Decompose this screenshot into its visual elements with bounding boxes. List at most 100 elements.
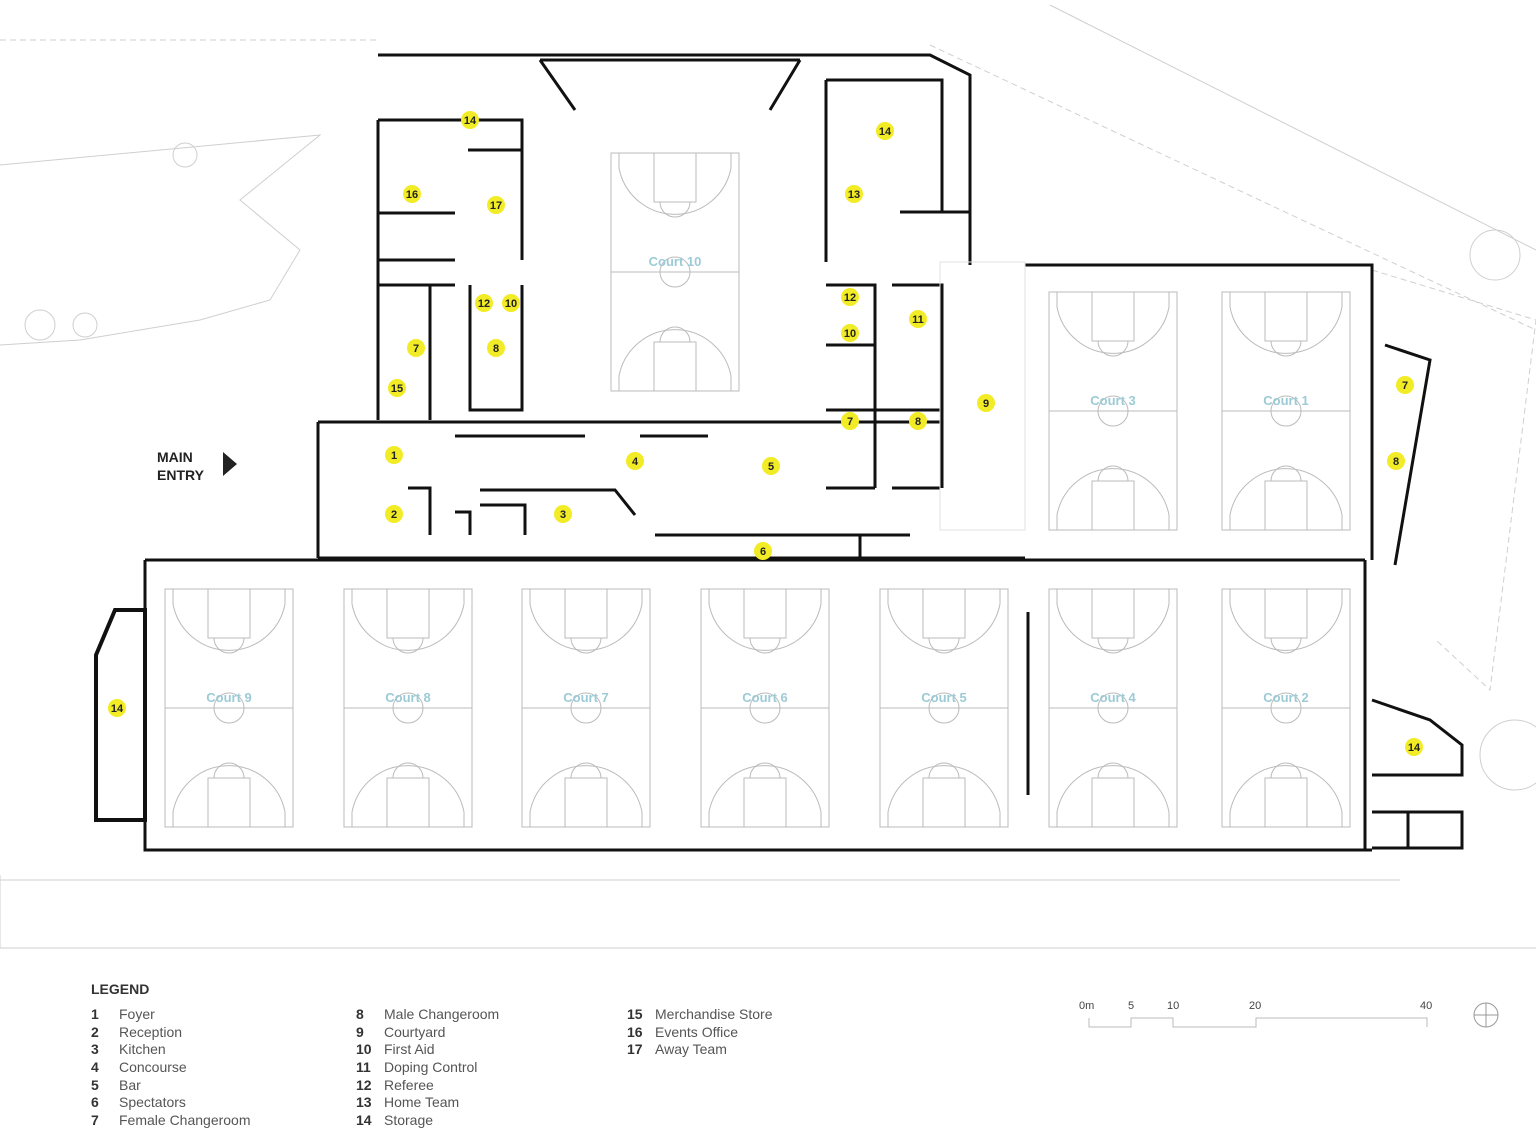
north-arrow-icon: [1473, 1002, 1499, 1028]
room-marker: 3: [554, 505, 572, 523]
legend-label: Reception: [119, 1023, 183, 1040]
svg-text:7: 7: [413, 343, 419, 355]
legend-number: 3: [91, 1041, 99, 1058]
room-marker: 12: [841, 288, 859, 306]
room-marker: 17: [487, 196, 505, 214]
room-marker: 15: [388, 379, 406, 397]
legend-number: 9: [356, 1023, 364, 1040]
legend-item: 15 Merchandise Store: [627, 1006, 773, 1024]
svg-text:8: 8: [915, 416, 921, 428]
svg-text:9: 9: [983, 398, 989, 410]
legend-item: 14 Storage: [356, 1112, 499, 1130]
svg-text:6: 6: [760, 546, 766, 558]
room-marker: 2: [385, 505, 403, 523]
court-label: Court 9: [206, 690, 252, 705]
court-label: Court 4: [1090, 690, 1136, 705]
room-marker: 13: [845, 185, 863, 203]
legend-number: 8: [356, 1006, 364, 1022]
svg-text:17: 17: [490, 200, 502, 212]
room-marker: 14: [876, 122, 894, 140]
legend-label: Kitchen: [119, 1041, 166, 1058]
svg-text:3: 3: [560, 509, 566, 521]
legend-label: Foyer: [119, 1006, 155, 1022]
court: Court 2: [1221, 588, 1351, 828]
legend-number: 7: [91, 1112, 99, 1129]
scale-label: 5: [1128, 1000, 1135, 1012]
room-marker: 8: [909, 412, 927, 430]
legend-number: 5: [91, 1076, 99, 1093]
court-label: Court 10: [649, 254, 702, 269]
legend-label: Doping Control: [384, 1059, 478, 1076]
legend-item: 6 Spectators: [91, 1094, 251, 1112]
svg-text:8: 8: [493, 343, 499, 355]
legend-number: 15: [627, 1006, 643, 1022]
court: Court 1: [1221, 291, 1351, 531]
court: Court 7: [521, 588, 651, 828]
legend-label: Male Changeroom: [384, 1006, 500, 1022]
courtyard-paving: [939, 261, 1026, 531]
court-label: Court 3: [1090, 393, 1136, 408]
entry-arrow-icon: [223, 452, 237, 476]
legend-label: Events Office: [655, 1023, 739, 1040]
legend-number: 10: [356, 1041, 372, 1058]
main-entry-label: MAIN ENTRY: [157, 448, 204, 484]
legend-number: 11: [356, 1059, 371, 1076]
legend-number: 12: [356, 1076, 372, 1093]
room-marker: 7: [841, 412, 859, 430]
room-marker: 14: [461, 111, 479, 129]
legend-number: 6: [91, 1094, 99, 1111]
svg-text:1: 1: [391, 450, 397, 462]
svg-text:13: 13: [848, 189, 860, 201]
court: Court 4: [1048, 588, 1178, 828]
court-label: Court 6: [742, 690, 788, 705]
legend-item: 11 Doping Control: [356, 1059, 499, 1077]
legend-number: 13: [356, 1094, 372, 1111]
room-marker: 7: [1396, 376, 1414, 394]
svg-text:15: 15: [391, 383, 403, 395]
legend-label: Away Team: [655, 1041, 727, 1058]
site-context: [0, 4, 1536, 949]
room-marker: 14: [1405, 738, 1423, 756]
court: Court 10: [610, 152, 740, 392]
room-marker: 8: [487, 339, 505, 357]
room-marker: 9: [977, 394, 995, 412]
scale-label: 0m: [1079, 1000, 1095, 1012]
legend-label: Courtyard: [384, 1023, 446, 1040]
legend-number: 4: [91, 1059, 99, 1076]
legend-label: Storage: [384, 1112, 434, 1129]
room-marker: 5: [762, 457, 780, 475]
main-entry-line-1: MAIN: [157, 449, 193, 465]
legend-item: 8 Male Changeroom: [356, 1006, 499, 1024]
svg-text:14: 14: [111, 703, 124, 715]
legend-label: Merchandise Store: [655, 1006, 773, 1022]
svg-text:5: 5: [768, 461, 774, 473]
court: Court 5: [879, 588, 1009, 828]
legend-number: 14: [356, 1112, 372, 1129]
court-label: Court 1: [1263, 393, 1309, 408]
svg-text:12: 12: [844, 292, 856, 304]
building-walls: [94, 53, 1464, 852]
room-marker: 10: [502, 294, 520, 312]
court-label: Court 2: [1263, 690, 1309, 705]
legend-label: Spectators: [119, 1094, 186, 1111]
court-label: Court 7: [563, 690, 609, 705]
scale-bar: [1088, 1017, 1428, 1028]
svg-text:8: 8: [1393, 456, 1399, 468]
court: Court 3: [1048, 291, 1178, 531]
svg-text:10: 10: [505, 298, 517, 310]
legend-title: LEGEND: [91, 981, 150, 997]
svg-text:4: 4: [632, 456, 639, 468]
svg-text:11: 11: [912, 314, 924, 326]
